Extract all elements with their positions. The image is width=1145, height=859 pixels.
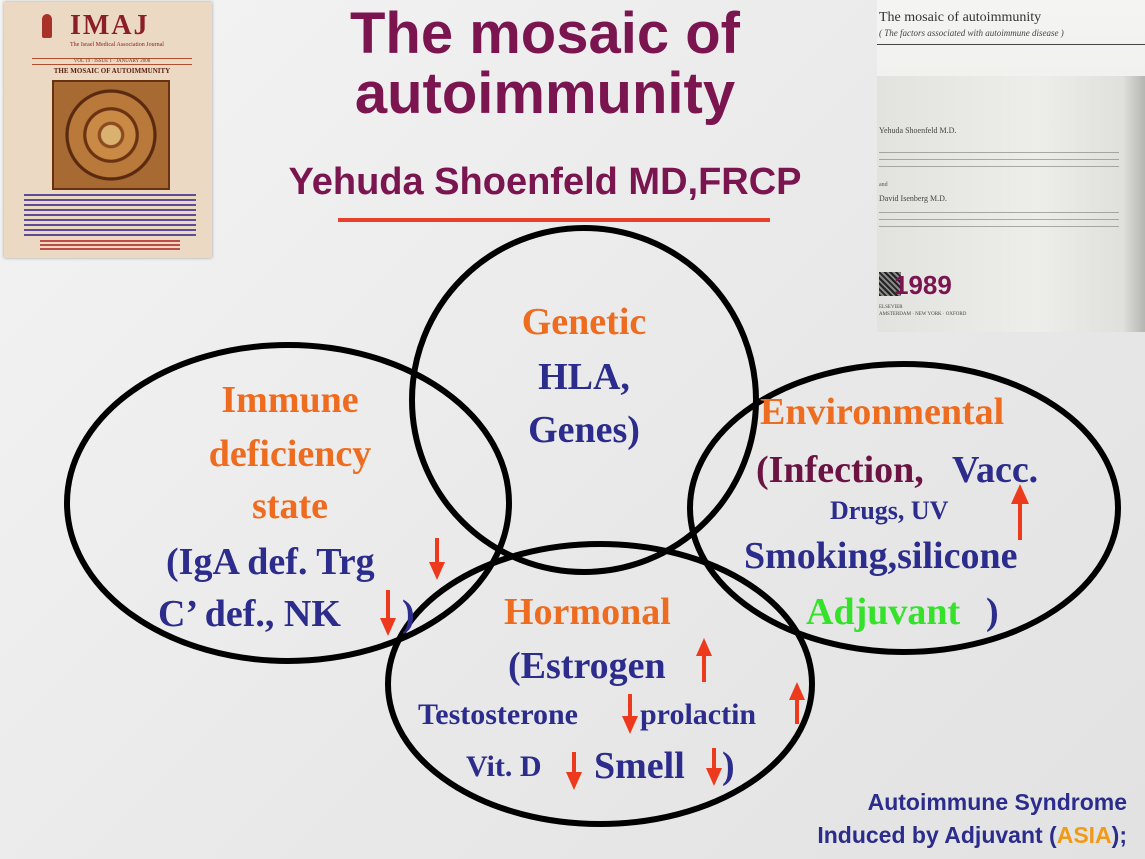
immune-line-2-tail: ) — [402, 593, 415, 635]
book-subtitle: ( The factors associated with autoimmune… — [879, 28, 1064, 38]
book-title: The mosaic of autoimmunity — [879, 10, 1042, 25]
immune-heading-1: Immune — [221, 379, 359, 421]
hormonal-line-3-c: ) — [722, 745, 735, 787]
environmental-heading: Environmental — [760, 391, 1005, 433]
asia-note-line-2-c: ); — [1111, 822, 1127, 848]
immune-heading-3: state — [252, 485, 328, 527]
environmental-ellipse — [687, 361, 1121, 655]
hormonal-line-2-a: Testosterone — [418, 698, 578, 731]
asia-note-line-2: Induced by Adjuvant (ASIA); — [707, 819, 1127, 852]
book-author-1: Yehuda Shoenfeld M.D. — [879, 126, 957, 135]
hormonal-heading: Hormonal — [504, 591, 671, 633]
slide-title: The mosaic of autoimmunity — [215, 4, 875, 124]
hormonal-line-3-b: Smell — [594, 745, 685, 787]
environmental-line-3: Smoking,silicone — [744, 535, 1018, 577]
vitd-down-arrow-icon — [566, 752, 582, 790]
hormonal-line-1: (Estrogen — [508, 645, 666, 687]
title-line-1: The mosaic of — [350, 1, 740, 66]
immune-line-2: C’ def., NK — [158, 593, 341, 635]
publisher-cities: AMSTERDAM · NEW YORK · OXFORD — [879, 312, 967, 317]
prolactin-up-arrow-icon — [789, 682, 805, 724]
testosterone-down-arrow-icon — [622, 694, 638, 734]
author-name: Yehuda Shoenfeld MD,FRCP — [288, 161, 802, 203]
journal-issue-line: VOL 19 · ISSUE 1 · JANUARY 2008 — [32, 58, 192, 65]
mosaic-artwork-image — [52, 80, 170, 190]
vacc-up-arrow-icon — [1011, 484, 1029, 540]
environmental-line-4-tail: ) — [986, 591, 999, 633]
title-underline — [338, 218, 770, 222]
hormonal-ellipse — [385, 541, 815, 827]
book-page-body — [877, 76, 1145, 332]
estrogen-up-arrow-icon — [696, 638, 712, 682]
asia-note-line-2-a: Induced by Adjuvant ( — [817, 822, 1057, 848]
asia-note: Autoimmune Syndrome Induced by Adjuvant … — [707, 786, 1127, 852]
genetic-heading: Genetic — [521, 301, 647, 343]
immune-deficiency-ellipse — [64, 342, 512, 664]
hormonal-line-3-a: Vit. D — [466, 750, 542, 783]
asia-acronym: ASIA — [1056, 822, 1112, 848]
journal-subtitle: The Israel Medical Association Journal — [70, 42, 164, 48]
smell-down-arrow-icon — [706, 748, 722, 786]
genetic-circle — [409, 225, 759, 575]
immune-heading-2: deficiency — [208, 433, 372, 475]
cover-footer-lines — [40, 240, 180, 252]
asia-note-line-1: Autoimmune Syndrome — [867, 789, 1127, 815]
genetic-line-1: HLA, — [538, 356, 630, 398]
journal-cover-image: IMAJ The Israel Medical Association Jour… — [4, 2, 212, 258]
book-and: and — [879, 182, 888, 188]
immune-line-1: (IgA def. Trg — [166, 541, 375, 583]
book-publisher: ELSEVIER AMSTERDAM · NEW YORK · OXFORD — [879, 304, 966, 318]
book-affiliation-lines — [879, 152, 1119, 172]
book-divider — [877, 44, 1145, 45]
environmental-line-1-a: (Infection, — [756, 449, 924, 491]
hormonal-line-2-b: prolactin — [640, 698, 757, 731]
publisher-emblem-icon — [879, 272, 901, 296]
title-line-2: autoimmunity — [354, 61, 736, 126]
cover-text-lines — [24, 194, 196, 238]
publisher-name: ELSEVIER — [879, 305, 903, 310]
genetic-line-2: Genes) — [528, 409, 640, 451]
book-author-2: David Isenberg M.D. — [879, 194, 947, 203]
nk-down-arrow-icon — [380, 590, 396, 636]
journal-cover-heading: THE MOSAIC OF AUTOIMMUNITY — [53, 67, 171, 75]
arrow-group — [380, 484, 1029, 790]
trg-down-arrow-icon — [429, 538, 445, 580]
book-title-page-image: The mosaic of autoimmunity ( The factors… — [877, 0, 1145, 332]
journal-name: IMAJ — [70, 10, 150, 41]
book-affiliation-lines-2 — [879, 212, 1119, 232]
environmental-line-2: Drugs, UV — [830, 496, 949, 525]
journal-logo-icon — [42, 14, 52, 38]
environmental-line-4-adjuvant: Adjuvant — [806, 591, 961, 633]
environmental-line-1-b: Vacc. — [952, 449, 1039, 491]
book-year: 1989 — [894, 270, 952, 300]
